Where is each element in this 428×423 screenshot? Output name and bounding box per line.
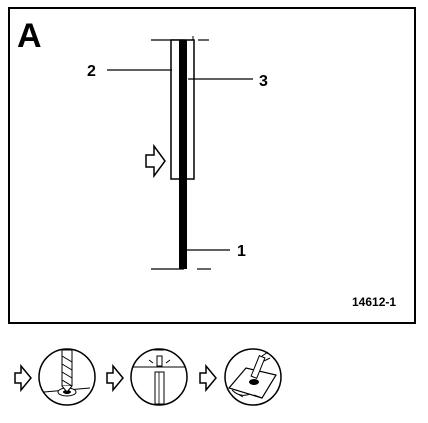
step-arrow-2	[106, 363, 124, 393]
blowing-out-step-icon	[130, 348, 188, 406]
drilling-step-icon	[38, 348, 96, 406]
rod	[179, 40, 187, 269]
figure-reference-number: 14612-1	[352, 295, 396, 309]
callout-label-2: 2	[87, 63, 96, 80]
step-arrow-1	[14, 363, 32, 393]
panel-letter: A	[17, 17, 42, 55]
callout-label-1: 1	[237, 243, 246, 260]
step-arrow-3	[199, 363, 217, 393]
insertion-direction-arrow	[145, 143, 166, 179]
figure-frame	[8, 7, 416, 324]
callout-label-3: 3	[259, 73, 268, 90]
sealing-surface-step-icon	[224, 348, 282, 406]
